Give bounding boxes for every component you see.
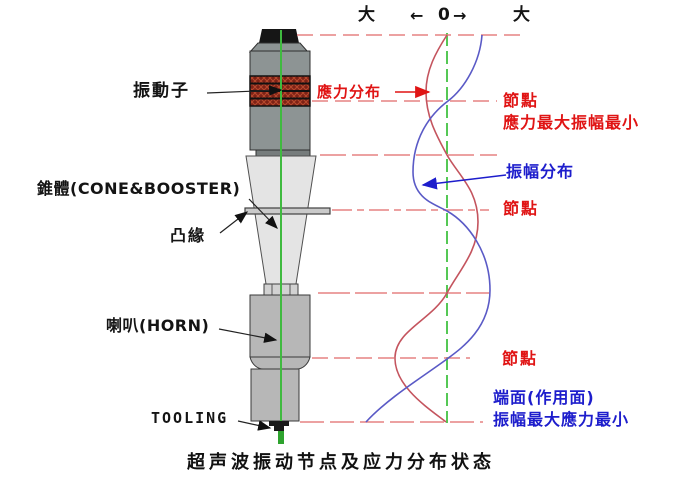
cone-booster-label: 錐體(CONE&BOOSTER) xyxy=(37,179,241,198)
node-label-mid: 節點 xyxy=(503,199,540,218)
tooling-tip xyxy=(269,421,289,431)
cone-leader-arrow xyxy=(248,198,278,229)
diagram-caption: 超声波振动节点及应力分布状态 xyxy=(187,452,495,473)
amplitude-curve xyxy=(365,34,491,423)
end-face-label: 端面(作用面) xyxy=(493,388,595,407)
transducer-leader-arrow xyxy=(206,85,283,96)
horn-leader-arrow xyxy=(218,328,278,343)
flange-label: 凸緣 xyxy=(170,226,207,245)
flange-plate xyxy=(244,207,331,215)
node-top-note: 應力最大振幅最小 xyxy=(503,113,640,132)
node-label-bottom: 節點 xyxy=(502,349,539,368)
horn-label: 喇叭(HORN) xyxy=(106,316,210,335)
end-face-note: 振幅最大應力最小 xyxy=(493,410,630,429)
node-label-top: 節點 xyxy=(503,91,540,110)
tooling-leader-arrow xyxy=(237,420,272,431)
right-arrow-icon: → xyxy=(453,6,467,25)
stress-distribution-label: 應力分布 xyxy=(317,83,382,101)
tooling-label: TOOLING xyxy=(151,409,229,427)
amplitude-label-arrow xyxy=(421,174,507,190)
transducer-cap xyxy=(259,29,299,43)
stress-curve xyxy=(394,34,479,423)
amplitude-distribution-label: 振幅分布 xyxy=(506,162,575,181)
transducer-label: 振動子 xyxy=(133,81,190,101)
flange-leader-arrow xyxy=(219,211,249,234)
tooling-rod xyxy=(278,421,284,444)
scale-label-left-big: 大 xyxy=(358,5,375,25)
transducer-bottom-step xyxy=(255,149,311,157)
scale-label-right-big: 大 xyxy=(513,5,530,25)
left-arrow-icon: ← xyxy=(410,6,424,25)
scale-label-zero: 0 xyxy=(438,5,450,25)
horn-lower-block xyxy=(250,368,300,422)
